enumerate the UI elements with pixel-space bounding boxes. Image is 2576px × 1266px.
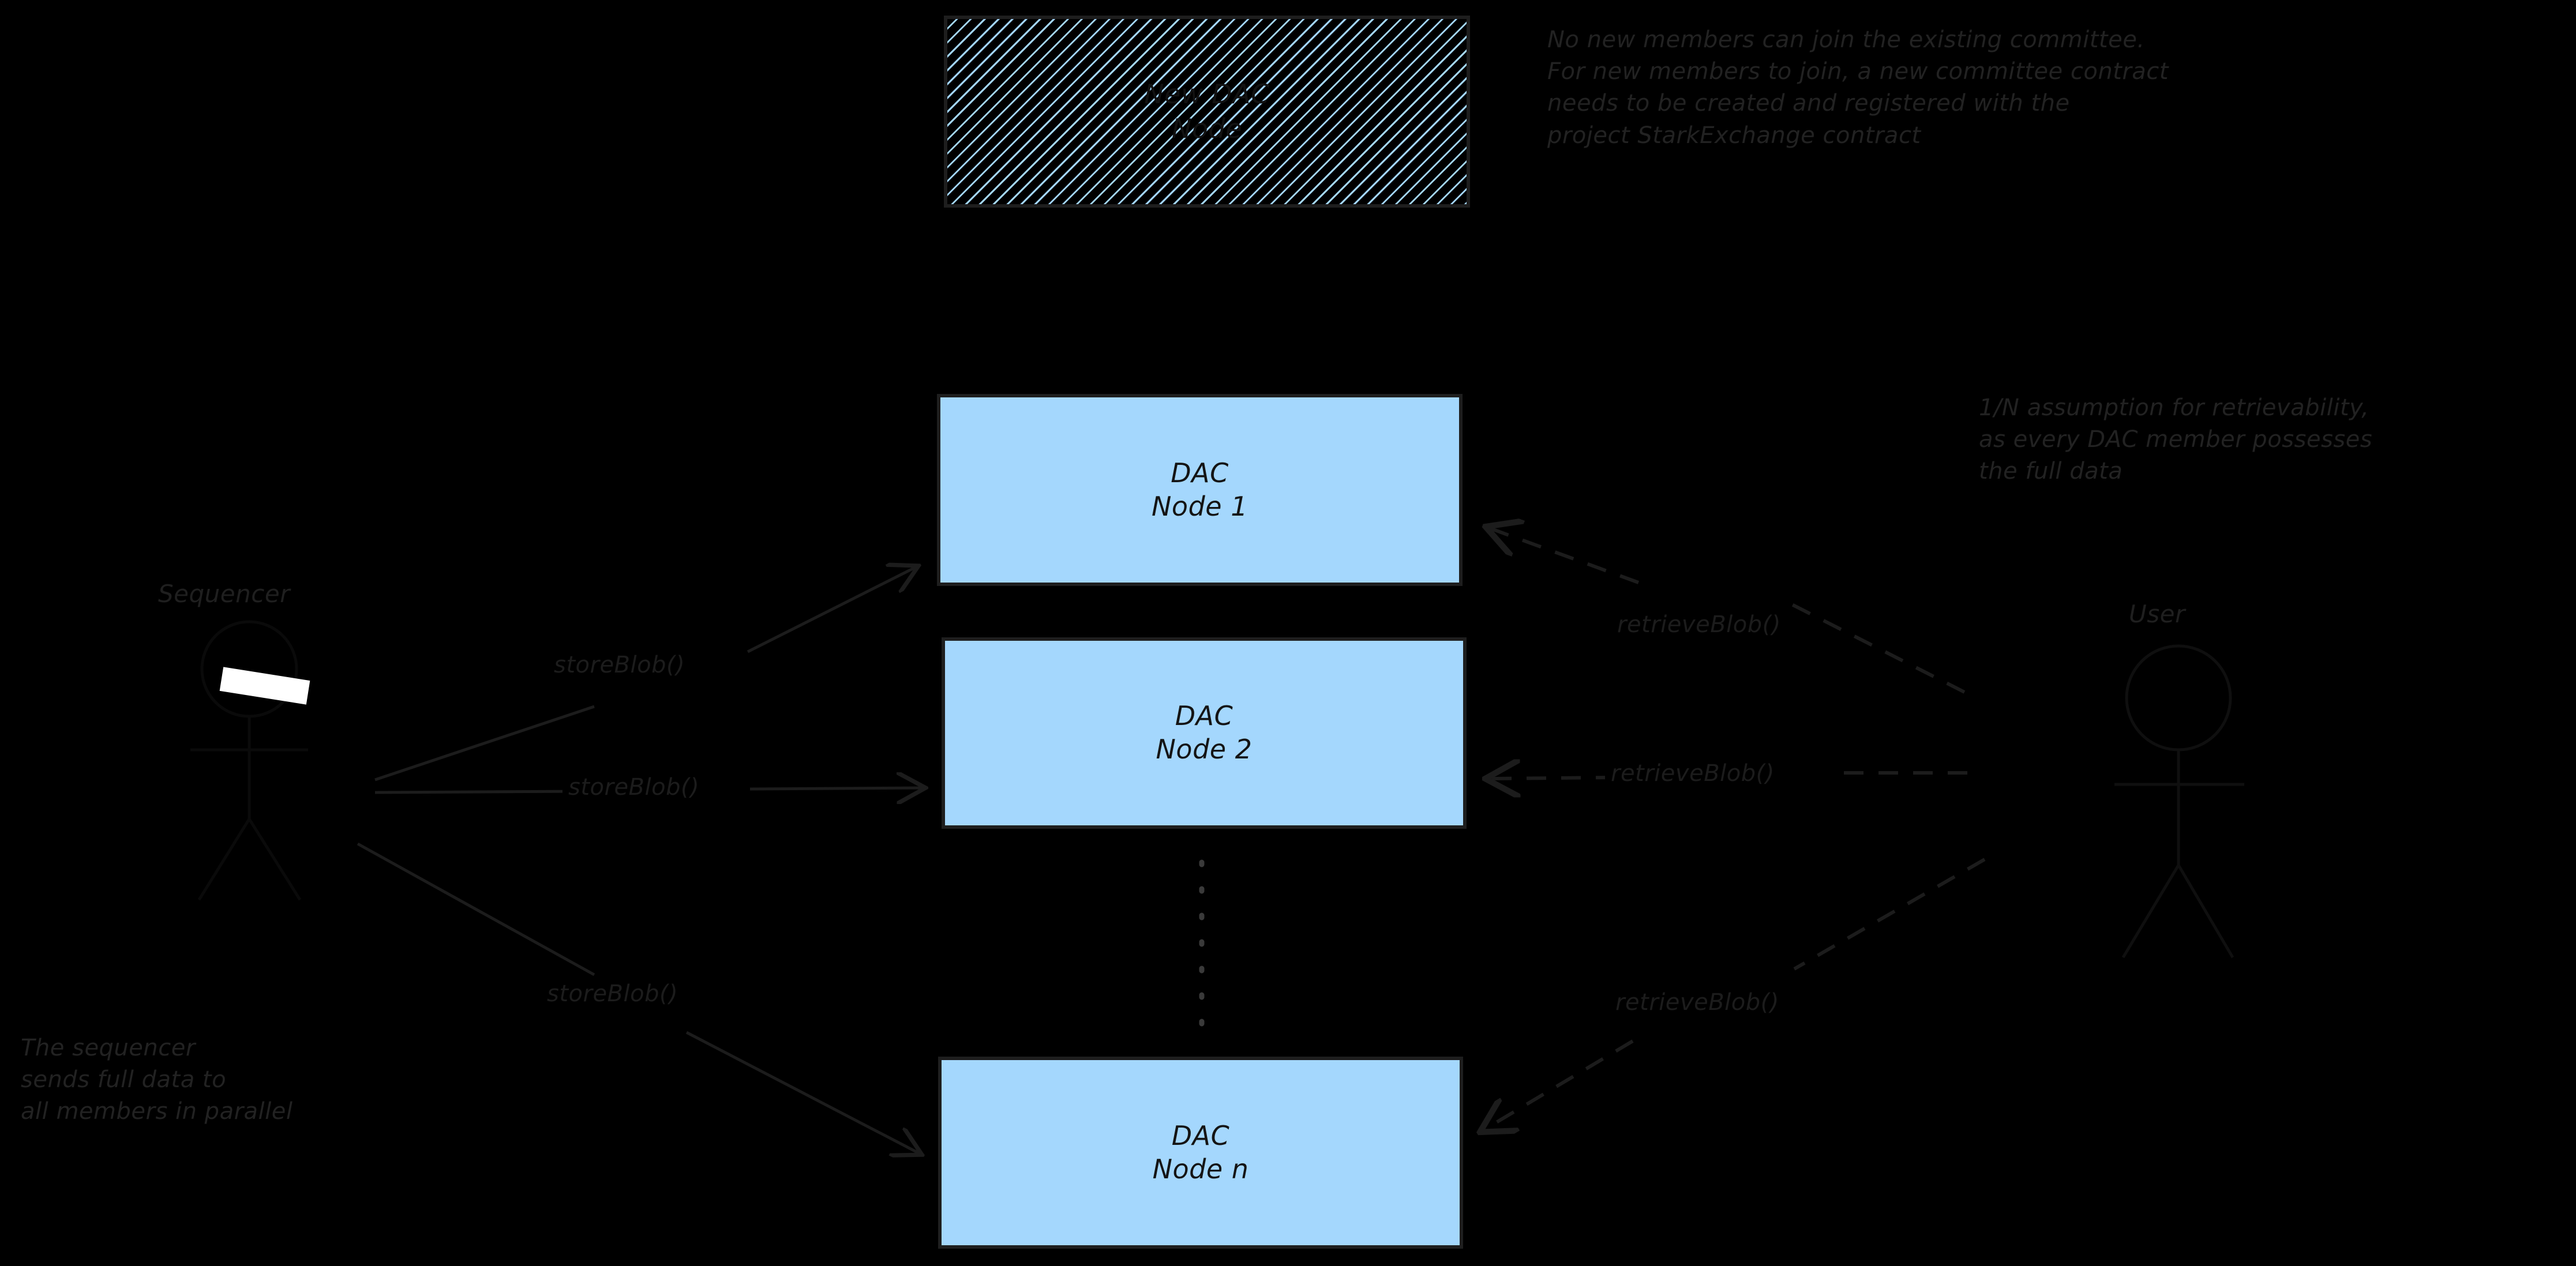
edge-retrieve-node1 bbox=[1488, 528, 1966, 694]
sequencer-figure-icon bbox=[190, 620, 308, 901]
new-dac-node-line1: New DAC bbox=[1144, 78, 1270, 110]
edge-label-store-noden: storeBlob() bbox=[541, 981, 684, 1007]
new-dac-node-box[interactable]: New DAC Node bbox=[944, 16, 1470, 208]
edge-label-store-node1: storeBlob() bbox=[548, 652, 691, 678]
new-dac-node-line2: Node bbox=[1171, 112, 1243, 144]
user-label: User bbox=[2129, 600, 2185, 628]
edge-retrieve-node2 bbox=[1488, 773, 1967, 779]
sequencer-label: Sequencer bbox=[158, 580, 290, 608]
edge-label-store-node2: storeBlob() bbox=[563, 774, 706, 801]
edge-label-retrieve-node1: retrieveBlob() bbox=[1611, 611, 1787, 638]
user-figure-icon bbox=[2114, 644, 2244, 959]
annotation-sequencer-note: The sequencer sends full data to all mem… bbox=[21, 1035, 293, 1125]
dac-node-1-box[interactable]: DAC Node 1 bbox=[937, 394, 1463, 586]
edge-store-node1 bbox=[374, 567, 916, 782]
dac-node-2-line1: DAC bbox=[1175, 700, 1233, 732]
dac-node-2-box[interactable]: DAC Node 2 bbox=[942, 637, 1467, 829]
annotation-retrievability-note: 1/N assumption for retrievability, as ev… bbox=[1979, 395, 2373, 485]
dac-node-n-line1: DAC bbox=[1171, 1120, 1230, 1151]
edge-store-node2 bbox=[374, 788, 923, 792]
dac-node-2-line2: Node 2 bbox=[1156, 734, 1253, 765]
dac-node-n-line2: Node n bbox=[1152, 1153, 1249, 1185]
dac-node-n-box[interactable]: DAC Node n bbox=[938, 1057, 1463, 1249]
edge-label-retrieve-noden: retrieveBlob() bbox=[1610, 989, 1785, 1016]
edge-retrieve-noden bbox=[1483, 858, 1986, 1130]
annotation-committee-note: No new members can join the existing com… bbox=[1547, 27, 2169, 149]
dac-node-1-line1: DAC bbox=[1171, 457, 1229, 489]
edge-label-retrieve-node2: retrieveBlob() bbox=[1605, 760, 1780, 787]
edge-store-noden bbox=[357, 842, 920, 1154]
dac-node-1-line2: Node 1 bbox=[1152, 490, 1248, 522]
